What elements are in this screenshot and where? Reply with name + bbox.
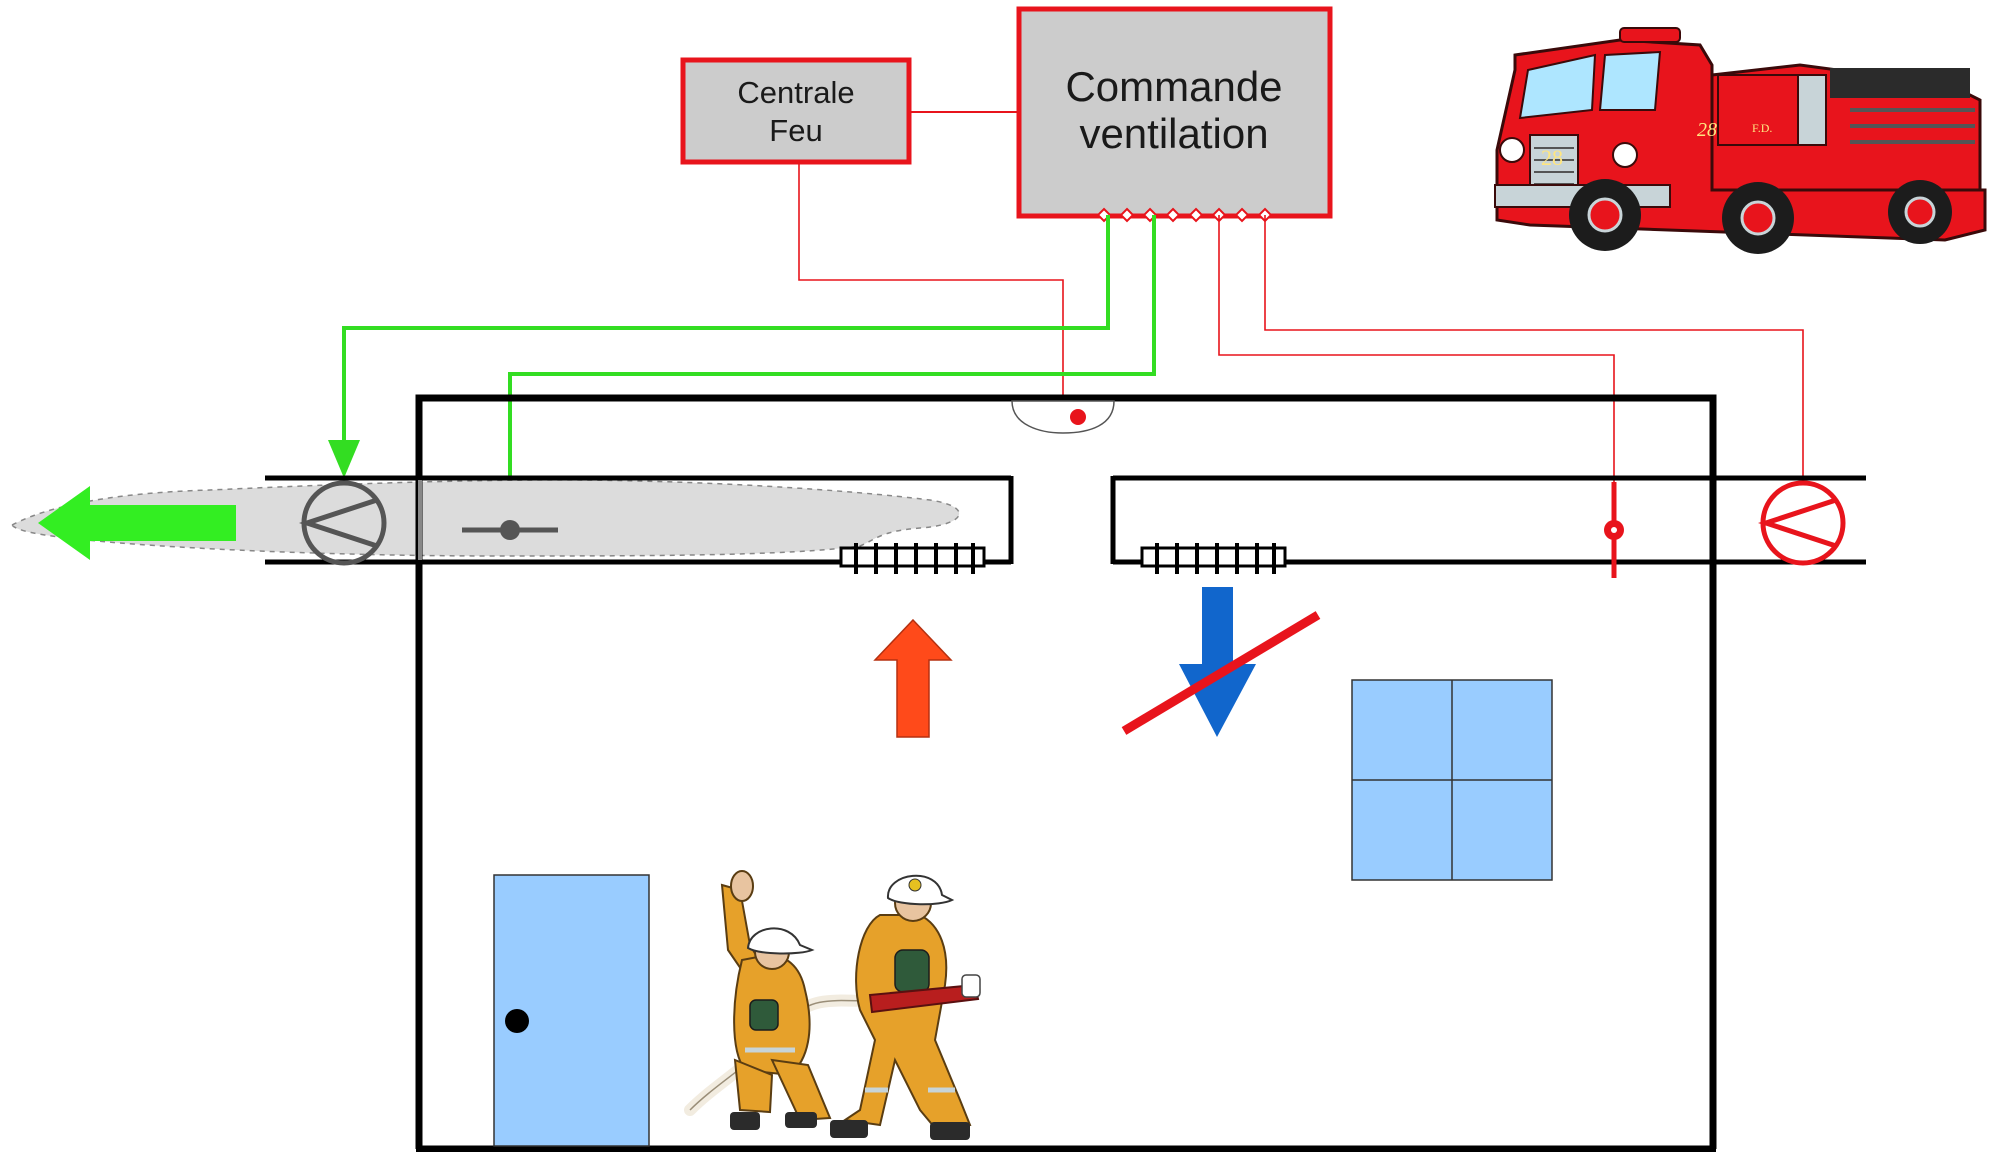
exhaust-fan-signal [342,215,1110,445]
supply-damper-wire [1218,215,1615,535]
extract-airflow-arrow [873,618,953,738]
exhaust-fan-signal-arrowhead [328,440,360,478]
truck-number: 28 [1697,119,1717,141]
firefighter-right [830,874,981,1140]
commande-ventilation-box: Commande ventilation [1016,6,1333,223]
centrale-feu-label-line1: Centrale [737,75,854,110]
smoke-detector-icon [1011,400,1115,434]
smoke-plume [10,479,960,557]
extract-grille-icon [839,543,986,574]
truck-wheels [1569,179,1952,254]
building-walls [415,394,1717,1149]
supply-blocked-slash [1121,611,1321,735]
truck-number-front: 28 [1541,145,1563,170]
fire-truck-icon: 28 28 F.D. [1494,27,1987,254]
supply-fan-icon [1757,480,1846,566]
supply-grille-icon [1140,543,1287,574]
firefighters-icon [684,870,981,1140]
truck-badge: F.D. [1752,121,1772,135]
centrale-feu-box: Centrale Feu [680,57,912,165]
commande-ventilation-label-line1: Commande [1065,63,1282,110]
supply-damper-icon [1604,482,1624,578]
supply-fan-wire [1264,215,1804,487]
exhaust-damper-icon [462,520,558,540]
firefighter-left [720,870,832,1130]
window-icon [1351,679,1553,881]
exhaust-fan-icon [298,480,387,566]
centrale-feu-label-line2: Feu [769,113,822,148]
exhaust-damper-signal [508,215,1156,480]
door-knob [505,1009,529,1033]
detector-wire [798,162,1064,410]
supply-airflow-arrow [1179,587,1256,737]
commande-ventilation-label-line2: ventilation [1079,110,1268,157]
exhaust-arrow [38,486,236,560]
door-icon [493,874,650,1147]
